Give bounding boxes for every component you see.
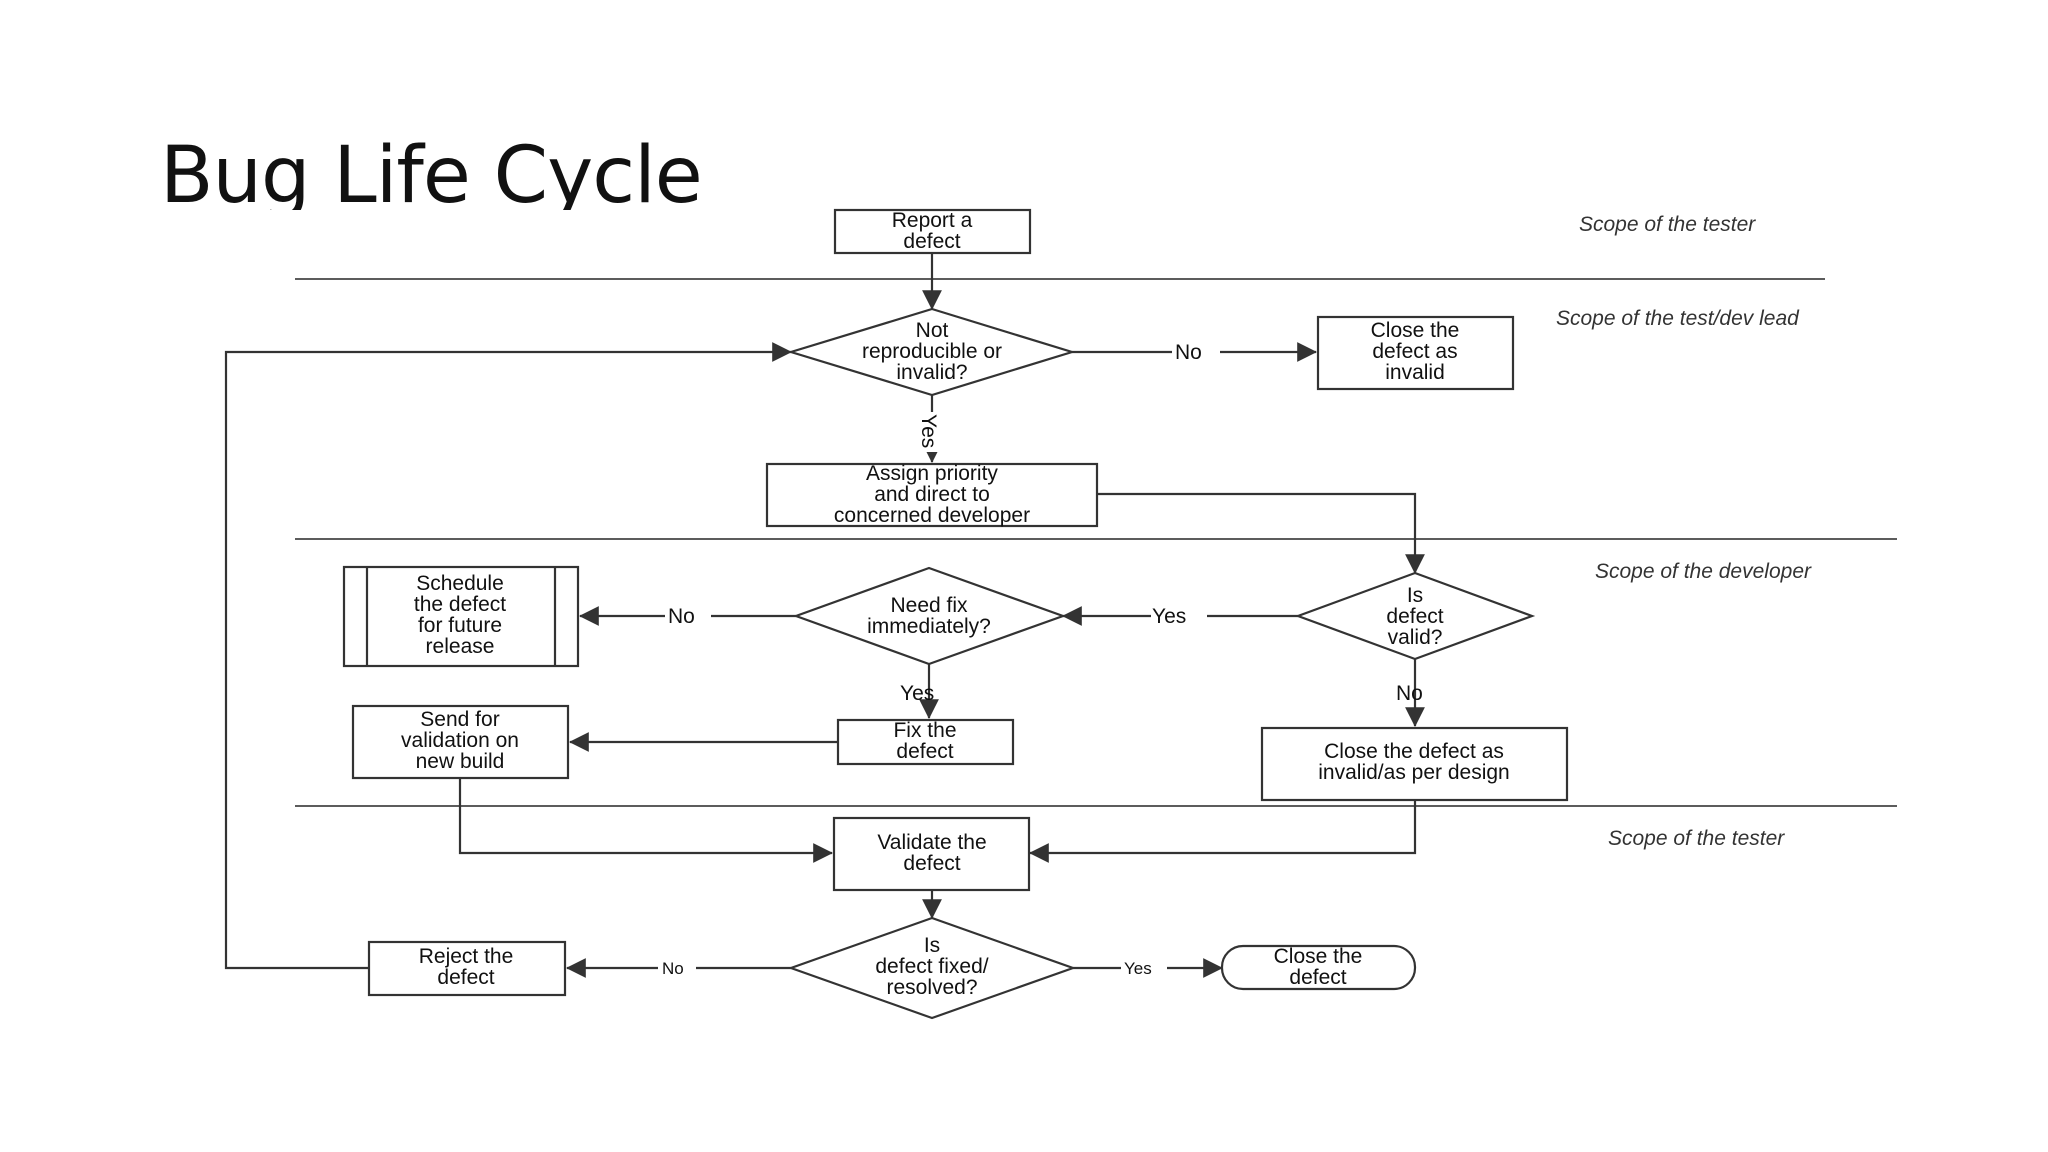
node-text: Send for <box>420 708 499 731</box>
edge-labels: No Yes Yes No Yes No No Yes <box>658 338 1423 980</box>
node-text: defect as <box>1372 340 1457 363</box>
node-schedule-future-release: Schedule the defect for future release <box>342 565 580 668</box>
node-text: the defect <box>414 593 506 616</box>
node-text: concerned developer <box>834 504 1030 527</box>
node-text: Close the <box>1371 319 1460 342</box>
scope-label-tester-top: Scope of the tester <box>1579 213 1756 236</box>
node-text: immediately? <box>867 615 991 638</box>
edge-label-no-need-fix: No <box>668 605 695 628</box>
node-text: defect <box>1386 605 1443 628</box>
scope-label-tester-bottom: Scope of the tester <box>1608 827 1785 850</box>
node-text: defect <box>903 852 960 875</box>
node-text: defect <box>437 966 494 989</box>
edge-label-yes-valid: Yes <box>1152 605 1186 628</box>
node-text: defect <box>903 230 960 253</box>
scope-label-test-dev-lead: Scope of the test/dev lead <box>1556 307 1800 330</box>
node-text: release <box>426 635 495 658</box>
edge-label-yes-reproducible: Yes <box>917 414 940 448</box>
node-text: Fix the <box>893 719 956 742</box>
edge-reject-loop-to-reproducible <box>224 342 792 970</box>
node-text: Not <box>916 319 949 342</box>
node-text: Is <box>1407 584 1423 607</box>
node-send-for-validation: Send for validation on new build <box>351 704 570 780</box>
decision-is-defect-fixed: Is defect fixed/ resolved? <box>787 916 1077 1020</box>
node-assign-priority: Assign priority and direct to concerned … <box>765 462 1099 528</box>
node-text: validation on <box>401 729 519 752</box>
node-validate-defect: Validate the defect <box>832 816 1031 892</box>
node-text: Close the <box>1274 945 1363 968</box>
flow-edges <box>224 253 1425 978</box>
edge-send-validation-to-validate <box>458 778 833 863</box>
node-text: Reject the <box>419 945 514 968</box>
node-text: and direct to <box>874 483 990 506</box>
node-text: reproducible or <box>862 340 1002 363</box>
node-text: invalid/as per design <box>1318 761 1509 784</box>
edge-close-design-to-validate <box>1029 800 1417 863</box>
node-text: Report a <box>892 209 973 232</box>
node-close-defect-invalid: Close the defect as invalid <box>1316 315 1515 391</box>
node-text: Close the defect as <box>1324 740 1504 763</box>
edge-assign-to-is-valid <box>1097 492 1425 574</box>
node-text: Need fix <box>890 594 968 617</box>
decision-need-fix-immediately: Need fix immediately? <box>792 566 1067 666</box>
scope-label-developer: Scope of the developer <box>1595 560 1812 583</box>
node-text: invalid? <box>896 361 967 384</box>
node-text: Assign priority <box>866 462 998 485</box>
edge-label-yes-need-fix: Yes <box>900 682 934 705</box>
node-text: invalid <box>1385 361 1445 384</box>
node-text: defect <box>1289 966 1346 989</box>
node-report-defect: Report a defect <box>833 208 1032 255</box>
node-text: defect fixed/ <box>875 955 988 978</box>
node-text: defect <box>896 740 953 763</box>
decision-is-defect-valid: Is defect valid? <box>1294 571 1536 661</box>
node-text: Validate the <box>877 831 986 854</box>
edge-label-no-valid: No <box>1396 682 1423 705</box>
node-fix-defect: Fix the defect <box>836 718 1015 766</box>
terminal-close-defect: Close the defect <box>1220 944 1417 991</box>
node-reject-defect: Reject the defect <box>367 940 567 997</box>
edge-label-no-invalid: No <box>1175 341 1202 364</box>
node-text: new build <box>416 750 505 773</box>
edge-label-no-fixed: No <box>662 959 684 978</box>
node-text: resolved? <box>886 976 977 999</box>
node-text: Schedule <box>416 572 504 595</box>
node-text: valid? <box>1388 626 1443 649</box>
edge-label-yes-fixed: Yes <box>1124 959 1152 978</box>
decision-not-reproducible: Not reproducible or invalid? <box>787 307 1076 397</box>
node-text: Is <box>924 934 940 957</box>
slide-title: Bug Life Cycle <box>160 131 702 210</box>
node-close-as-per-design: Close the defect as invalid/as per desig… <box>1260 726 1569 802</box>
node-text: for future <box>418 614 502 637</box>
